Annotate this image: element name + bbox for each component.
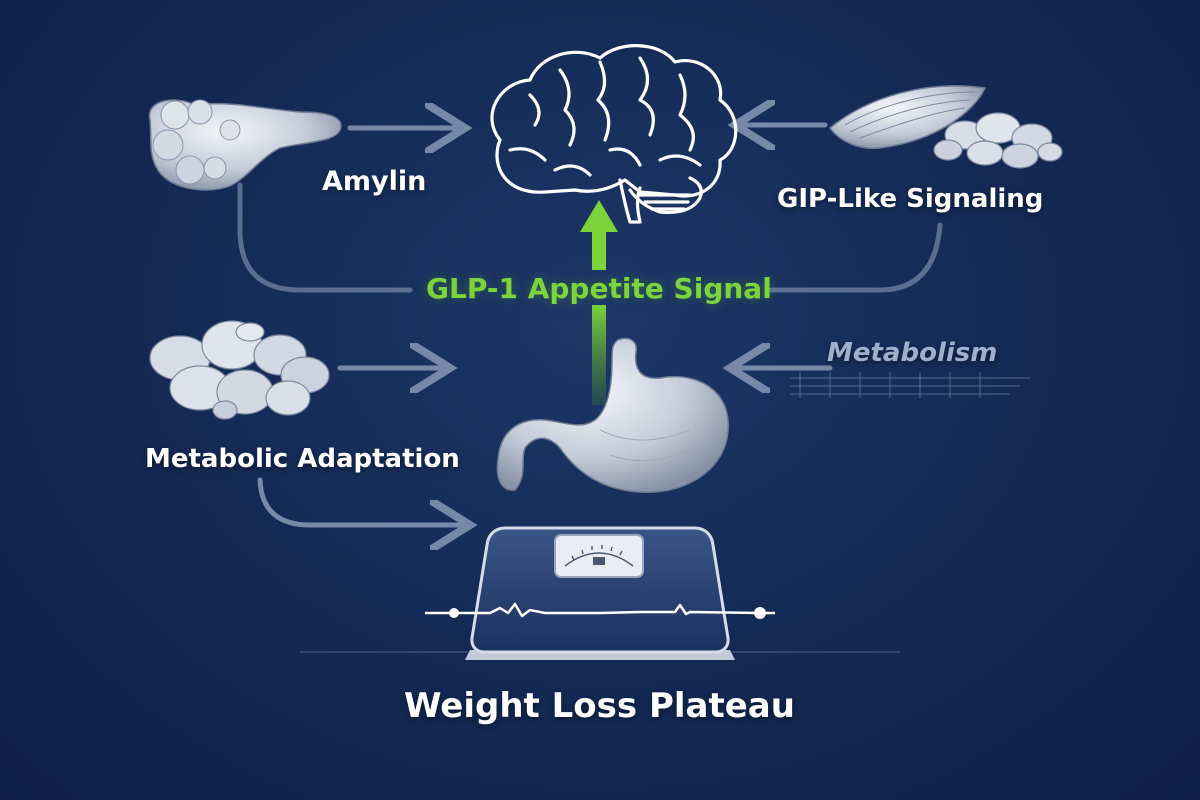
connectors — [237, 125, 943, 525]
scale-icon — [465, 526, 735, 660]
weight-loss-plateau-title: Weight Loss Plateau — [404, 686, 795, 726]
amylin-label: Amylin — [322, 166, 427, 197]
connector-adaptation-to-scale — [257, 477, 460, 525]
metabolism-graph-lines — [790, 372, 1030, 398]
gip-signaling-label: GIP-Like Signaling — [777, 184, 1044, 214]
metabolic-adaptation-label: Metabolic Adaptation — [145, 444, 460, 474]
muscle-icon — [828, 85, 987, 150]
plateau-trend-line — [300, 602, 900, 653]
pancreas-icon — [148, 99, 342, 191]
stomach-icon — [496, 337, 729, 493]
brain-icon — [490, 44, 738, 224]
metabolism-label: Metabolism — [827, 338, 998, 368]
glp1-arrow — [580, 200, 618, 405]
connector-pancreas-loop — [237, 182, 413, 293]
fat-cluster-icon — [149, 320, 330, 420]
fat-cells-small-icon — [933, 112, 1063, 169]
connector-gip-loop — [767, 222, 943, 293]
glp1-appetite-signal-label: GLP-1 Appetite Signal — [426, 272, 772, 305]
